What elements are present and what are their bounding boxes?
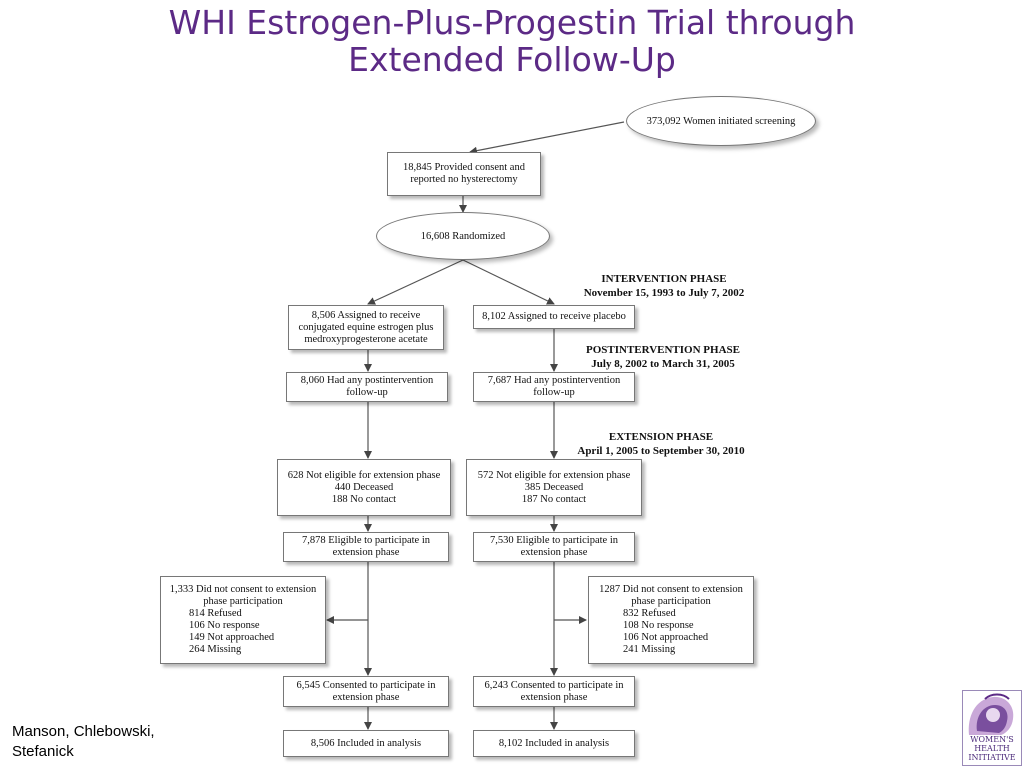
right-noteligible-node: 572 Not eligible for extension phase 385… bbox=[466, 459, 642, 516]
logo-line-2: HEALTH bbox=[974, 744, 1010, 753]
right-noconsent-item-3: 106 Not approached bbox=[623, 632, 709, 643]
screening-label: 373,092 Women initiated screening bbox=[646, 115, 796, 127]
womens-health-initiative-logo-icon: WOMEN'S HEALTH INITIATIVE bbox=[962, 690, 1022, 766]
right-noconsent-head-1: 1287 Did not consent to extension bbox=[599, 584, 743, 595]
left-noconsent-item-2: 106 No response bbox=[189, 620, 260, 631]
phase-postintervention: POSTINTERVENTION PHASE July 8, 2002 to M… bbox=[574, 343, 752, 371]
left-noteligible-node: 628 Not eligible for extension phase 440… bbox=[277, 459, 451, 516]
left-assigned-node: 8,506 Assigned to receive conjugated equ… bbox=[288, 305, 444, 350]
right-eligible-line-2: extension phase bbox=[520, 547, 588, 558]
consent-node: 18,845 Provided consent and reported no … bbox=[387, 152, 541, 196]
left-noteligible-line-1: 628 Not eligible for extension phase bbox=[287, 469, 441, 481]
phase-intervention: INTERVENTION PHASE November 15, 1993 to … bbox=[572, 272, 756, 300]
phase-postintervention-name: POSTINTERVENTION PHASE bbox=[586, 344, 740, 356]
left-noconsent-node: 1,333 Did not consent to extension phase… bbox=[160, 576, 326, 664]
right-eligible-line-1: 7,530 Eligible to participate in bbox=[489, 535, 618, 546]
consent-line-1: 18,845 Provided consent and bbox=[403, 162, 525, 173]
left-postint-line-2: follow-up bbox=[346, 387, 388, 398]
left-postint-line-1: 8,060 Had any postintervention bbox=[300, 375, 434, 386]
randomized-label: 16,608 Randomized bbox=[420, 230, 506, 242]
screening-node: 373,092 Women initiated screening bbox=[626, 96, 816, 146]
left-noconsent-item-1: 814 Refused bbox=[189, 608, 242, 619]
right-noconsent-item-1: 832 Refused bbox=[623, 608, 676, 619]
consent-line-2: reported no hysterectomy bbox=[410, 174, 518, 185]
arrow-randomized-to-left bbox=[367, 259, 464, 305]
right-consented-line-1: 6,243 Consented to participate in bbox=[484, 679, 624, 691]
right-assigned-node: 8,102 Assigned to receive placebo bbox=[473, 305, 635, 329]
left-eligible-node: 7,878 Eligible to participate in extensi… bbox=[283, 532, 449, 562]
right-noteligible-line-1: 572 Not eligible for extension phase bbox=[477, 469, 631, 481]
right-postint-line-1: 7,687 Had any postintervention bbox=[487, 375, 621, 386]
left-assigned-line-3: medroxyprogesterone acetate bbox=[304, 333, 428, 345]
left-eligible-line-2: extension phase bbox=[332, 547, 400, 558]
logo-line-3: INITIATIVE bbox=[968, 753, 1016, 762]
left-noteligible-line-3: 188 No contact bbox=[331, 493, 397, 505]
authors-line-2: Stefanick bbox=[12, 743, 74, 760]
left-noconsent-head-1: 1,333 Did not consent to extension bbox=[169, 584, 317, 595]
slide-title-line-1: WHI Estrogen-Plus-Progestin Trial throug… bbox=[168, 3, 856, 42]
logo-text: WOMEN'S HEALTH INITIATIVE bbox=[963, 735, 1021, 762]
slide-title-line-2: Extended Follow-Up bbox=[348, 40, 676, 79]
right-noconsent-node: 1287 Did not consent to extension phase … bbox=[588, 576, 754, 664]
right-noconsent-head-2: phase participation bbox=[631, 596, 711, 607]
right-noconsent-item-2: 108 No response bbox=[623, 620, 694, 631]
phase-extension-name: EXTENSION PHASE bbox=[608, 431, 714, 443]
right-consented-node: 6,243 Consented to participate in extens… bbox=[473, 676, 635, 707]
right-noconsent-item-4: 241 Missing bbox=[623, 644, 676, 655]
left-noconsent-item-3: 149 Not approached bbox=[189, 632, 275, 643]
left-postint-node: 8,060 Had any postintervention follow-up bbox=[286, 372, 448, 402]
phase-extension: EXTENSION PHASE April 1, 2005 to Septemb… bbox=[564, 430, 758, 458]
right-analysis-label: 8,102 Included in analysis bbox=[498, 737, 610, 749]
left-noconsent-item-4: 264 Missing bbox=[189, 644, 242, 655]
phase-postintervention-dates: July 8, 2002 to March 31, 2005 bbox=[591, 358, 735, 370]
authors-credit: Manson, Chlebowski, Stefanick bbox=[12, 722, 155, 762]
left-consented-line-2: extension phase bbox=[332, 691, 400, 703]
right-eligible-node: 7,530 Eligible to participate in extensi… bbox=[473, 532, 635, 562]
left-consented-line-1: 6,545 Consented to participate in bbox=[296, 679, 436, 691]
authors-line-1: Manson, Chlebowski, bbox=[12, 723, 155, 740]
right-noteligible-line-3: 187 No contact bbox=[521, 493, 587, 505]
arrow-screening-to-consent bbox=[469, 121, 625, 155]
left-assigned-line-1: 8,506 Assigned to receive bbox=[311, 309, 421, 321]
arrow-randomized-to-right bbox=[462, 259, 555, 305]
left-consented-node: 6,545 Consented to participate in extens… bbox=[283, 676, 449, 707]
right-postint-node: 7,687 Had any postintervention follow-up bbox=[473, 372, 635, 402]
slide-title: WHI Estrogen-Plus-Progestin Trial throug… bbox=[0, 4, 1024, 78]
left-eligible-line-1: 7,878 Eligible to participate in bbox=[301, 535, 430, 546]
phase-intervention-name: INTERVENTION PHASE bbox=[601, 273, 727, 285]
phase-intervention-dates: November 15, 1993 to July 7, 2002 bbox=[583, 287, 745, 299]
left-assigned-line-2: conjugated equine estrogen plus bbox=[298, 321, 434, 333]
logo-figure-icon bbox=[968, 693, 1014, 735]
left-analysis-label: 8,506 Included in analysis bbox=[310, 737, 422, 749]
right-noteligible-line-2: 385 Deceased bbox=[524, 481, 584, 493]
logo-line-1: WOMEN'S bbox=[970, 735, 1014, 744]
randomized-node: 16,608 Randomized bbox=[376, 212, 550, 260]
left-noconsent-head-2: phase participation bbox=[203, 596, 283, 607]
right-analysis-node: 8,102 Included in analysis bbox=[473, 730, 635, 757]
phase-extension-dates: April 1, 2005 to September 30, 2010 bbox=[577, 445, 745, 457]
right-consented-line-2: extension phase bbox=[520, 691, 588, 703]
left-noteligible-line-2: 440 Deceased bbox=[334, 481, 394, 493]
right-postint-line-2: follow-up bbox=[533, 387, 575, 398]
right-assigned-label: 8,102 Assigned to receive placebo bbox=[482, 311, 626, 322]
left-analysis-node: 8,506 Included in analysis bbox=[283, 730, 449, 757]
